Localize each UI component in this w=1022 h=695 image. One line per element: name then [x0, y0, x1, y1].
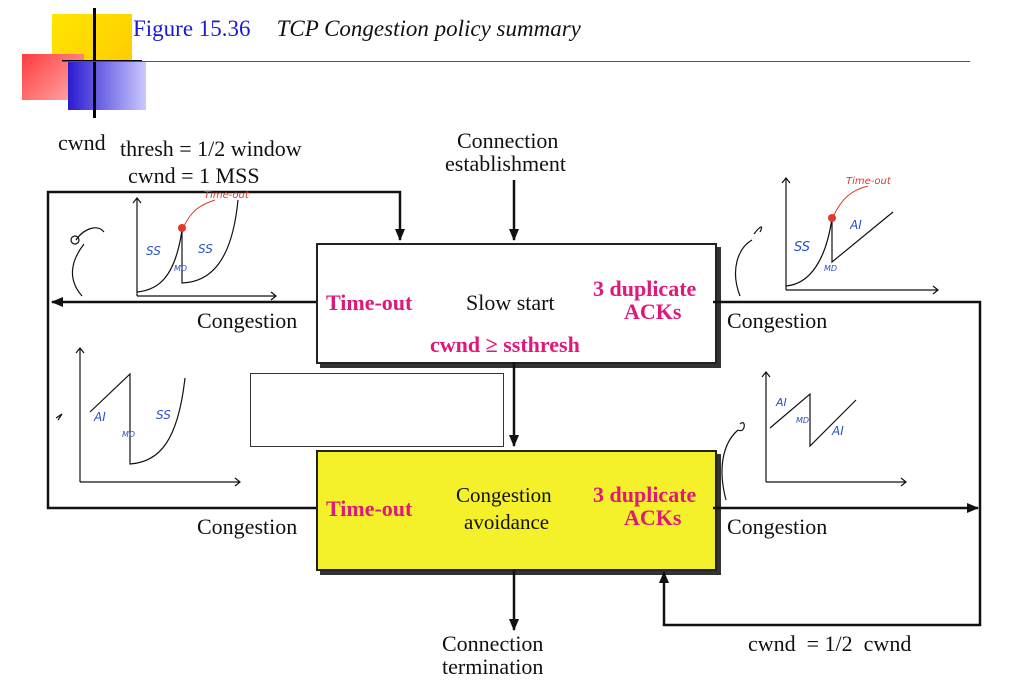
annotation-md-top-right: MD: [824, 264, 838, 273]
sketch-graph-mid-left: [75, 347, 241, 487]
annotation-md-mid-left: MD: [122, 430, 136, 439]
slow-start-timeout-label: Time-out: [326, 290, 413, 315]
cwnd-word-label: cwnd: [58, 130, 106, 155]
annotation-md-mid-right: MD: [796, 416, 810, 425]
congestion-label-bottom-left: Congestion: [197, 514, 298, 539]
annotation-md-top-left: MD: [174, 264, 188, 273]
slide-decoration-blue: [68, 62, 146, 110]
congestion-avoidance-box: [316, 450, 717, 571]
title-divider: [62, 61, 970, 62]
sketch-graph-top-left: [132, 197, 277, 301]
annotation-ai-mid-left: AI: [94, 410, 106, 424]
connection-termination-line2: termination: [442, 654, 544, 679]
avoidance-timeout-label: Time-out: [326, 496, 413, 521]
figure-title: Figure 15.36 TCP Congestion policy summar…: [133, 16, 581, 42]
arrow-halving-loop-to-avoidance: [659, 508, 982, 627]
annotation-timeout-top-left: Time-out: [204, 190, 249, 201]
figure-caption: TCP Congestion policy summary: [276, 16, 581, 41]
slow-start-box: [316, 243, 717, 364]
cwnd-one-mss-label: cwnd = 1 MSS: [128, 163, 260, 188]
sketch-graph-mid-right: [761, 371, 907, 487]
annotation-ss-mid-left: SS: [156, 408, 171, 422]
connection-establishment-line2: establishment: [445, 151, 566, 176]
cwnd-half-label: cwnd = 1/2 cwnd: [748, 631, 912, 656]
annotation-ai-mid-right-2: AI: [832, 424, 844, 438]
slow-start-transition-label: cwnd ≥ ssthresh: [430, 332, 580, 357]
sketch-graph-top-right: [781, 177, 939, 295]
line-avoidance-timeout: [46, 302, 316, 510]
annotation-ss-top-left-1: SS: [146, 244, 161, 258]
thresh-half-label: thresh = 1/2 window: [120, 136, 302, 161]
congestion-label-bottom-right: Congestion: [727, 514, 828, 539]
avoidance-dupacks-line1: 3 duplicate: [593, 482, 697, 507]
arrow-timeout-loop-to-slow-start: [46, 190, 405, 302]
avoidance-state-line2: avoidance: [464, 510, 550, 534]
slow-start-dupacks-line2: ACKs: [624, 299, 682, 324]
empty-placeholder-box: [250, 373, 504, 447]
slow-start-state-label: Slow start: [466, 290, 555, 315]
slow-start-dupacks-line1: 3 duplicate: [593, 276, 697, 301]
congestion-label-top-left: Congestion: [197, 308, 298, 333]
annotation-ai-top-right: AI: [850, 218, 862, 232]
annotation-ai-mid-right-1: AI: [776, 396, 787, 409]
figure-number: Figure 15.36: [133, 16, 251, 41]
connection-termination-line1: Connection: [442, 631, 544, 656]
slide-decoration-vertical-line: [93, 8, 96, 118]
annotation-timeout-top-right: Time-out: [846, 176, 891, 187]
congestion-label-top-right: Congestion: [727, 308, 828, 333]
timeout-dot-top-right: [828, 214, 836, 222]
line-slow-start-dupacks: [713, 300, 982, 508]
connection-establishment-line1: Connection: [457, 128, 559, 153]
avoidance-state-line1: Congestion: [456, 483, 552, 507]
slide-decoration-yellow: [52, 14, 132, 60]
annotation-ss-top-left-2: SS: [198, 242, 213, 256]
annotation-ss-top-right: SS: [794, 240, 811, 255]
avoidance-dupacks-line2: ACKs: [624, 505, 682, 530]
